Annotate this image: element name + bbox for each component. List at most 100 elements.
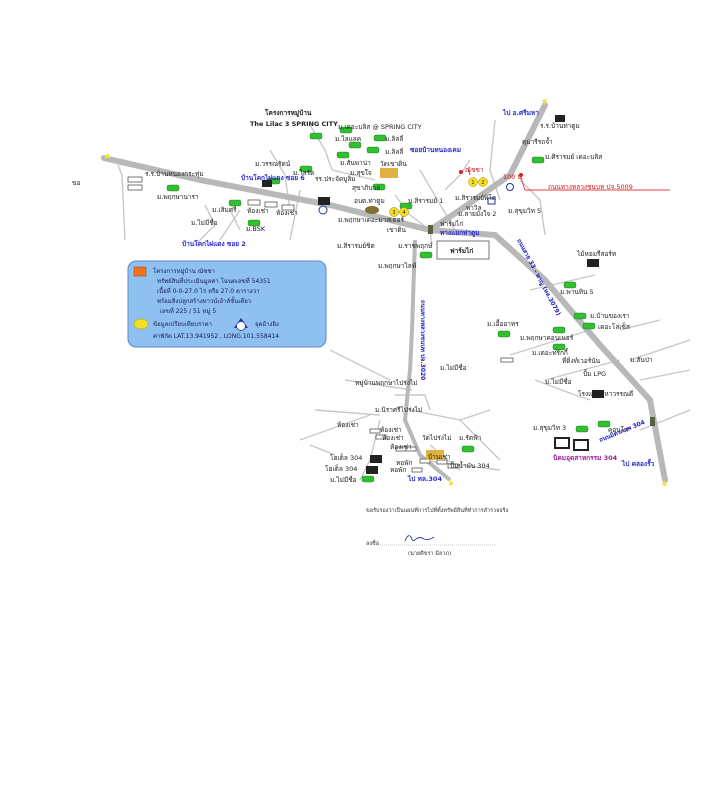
house-icon	[461, 445, 475, 453]
house-icon	[552, 343, 566, 351]
svg-text:ม.ไม่มีชื่อ: ม.ไม่มีชื่อ	[330, 475, 357, 484]
house-icon	[299, 165, 313, 173]
legend-line3: เนื้อที่ 0-0-27.0 ไร่ หรือ 27.0 ตารางวา	[157, 285, 259, 295]
svg-text:ปั้ม LPG: ปั้ม LPG	[583, 369, 606, 378]
svg-text:ห้องเช่า: ห้องเช่า	[337, 421, 359, 429]
svg-text:อบต.ท่าตูม: อบต.ท่าตูม	[354, 197, 385, 205]
svg-text:ม.ไม่มีชื่อ: ม.ไม่มีชื่อ	[191, 218, 218, 227]
subject-dot	[459, 170, 463, 174]
svg-text:ม.สายมั่งใจ 2: ม.สายมั่งใจ 2	[458, 209, 496, 218]
svg-text:ที่ดิ่งท์เวอร์นัน: ที่ดิ่งท์เวอร์นัน	[562, 356, 601, 365]
svg-text:ม.สันป่า: ม.สันป่า	[630, 356, 653, 364]
svg-text:ไม้หอมรีสอร์ท: ไม้หอมรีสอร์ท	[576, 250, 616, 258]
svg-text:ณัชชา: ณัชชา	[465, 166, 484, 174]
svg-text:ห้องเช่า: ห้องเช่า	[247, 207, 269, 215]
svg-text:ม.สุขุมวิท 3: ม.สุขุมวิท 3	[533, 424, 566, 432]
svg-text:พาวิล: พาวิล	[466, 204, 482, 212]
school-icon	[318, 197, 330, 205]
svg-text:4: 4	[402, 210, 405, 216]
house-icon	[419, 251, 433, 259]
house-icon	[336, 151, 350, 159]
svg-text:บ้านโคกไผ่แดง ซอย 2: บ้านโคกไผ่แดง ซอย 2	[182, 239, 246, 248]
house-icon	[366, 146, 380, 154]
svg-text:ขอ: ขอ	[72, 179, 80, 187]
markers: 1 2 3 4	[104, 99, 667, 486]
legend-title: โครงการหมู่บ้าน ณัชชา	[153, 267, 215, 275]
direction-arrow-icon	[104, 153, 111, 158]
svg-text:ม.ศิรารมย์ เดอะบลิส: ม.ศิรารมย์ เดอะบลิส	[545, 153, 602, 161]
temple-icon	[380, 168, 398, 178]
svg-text:ไป คลองรั้ว: ไป คลองรั้ว	[621, 458, 655, 468]
house-icon	[348, 141, 362, 149]
route-line	[467, 167, 670, 191]
comparable-swatch	[133, 318, 149, 330]
svg-text:ถนนทางหลวงชนบท ปจ.5009: ถนนทางหลวงชนบท ปจ.5009	[548, 183, 633, 191]
svg-text:บ้านโคกไผ่แดง ซอย 6: บ้านโคกไผ่แดง ซอย 6	[241, 173, 305, 182]
svg-text:ม.ลิลลี่: ม.ลิลลี่	[385, 147, 403, 156]
landmark-icon	[487, 197, 496, 205]
svg-text:คุมารีรถจ้ำ: คุมารีรถจ้ำ	[522, 137, 553, 146]
svg-text:ม.สันพาน่า: ม.สันพาน่า	[340, 159, 371, 167]
svg-text:ถนนทางหลวงชนบท ปจ.3020: ถนนทางหลวงชนบท ปจ.3020	[419, 300, 427, 380]
house-icon	[372, 183, 386, 191]
svg-text:รร.ประจัดบูลิม: รร.ประจัดบูลิม	[315, 175, 356, 183]
legend-line5: เลขที่ 225 / 51 หมู่ 5	[160, 307, 216, 315]
subject-swatch	[133, 266, 147, 277]
svg-text:ห้องเช่า: ห้องเช่า	[390, 443, 412, 451]
svg-text:ม.ราชพฤกษ์: ม.ราชพฤกษ์	[398, 242, 433, 250]
svg-text:ไป อ.ศรีมหา: ไป อ.ศรีมหา	[502, 108, 539, 117]
house-icon	[563, 281, 577, 289]
svg-text:ร.ร.บ้านท่าตูม: ร.ร.บ้านท่าตูม	[540, 122, 580, 130]
main-highway	[101, 102, 668, 483]
svg-text:ม.พฤกษาไลฟ์: ม.พฤกษาไลฟ์	[378, 262, 417, 270]
svg-text:3: 3	[392, 210, 395, 216]
legend-comparable-label: ข้อมูลเปรียบเทียบราคา	[153, 320, 212, 328]
svg-text:คอนโด: คอนโด	[608, 426, 628, 434]
factory-icon	[554, 437, 570, 449]
svg-text:ม.เดอะบลิส @ SPRING CITY: ม.เดอะบลิส @ SPRING CITY	[338, 123, 422, 131]
house-icon	[373, 134, 387, 142]
minor-roads	[117, 119, 691, 481]
sign-label: ลงชื่อ	[366, 539, 379, 547]
temple-icon	[426, 450, 444, 460]
house-icon	[339, 126, 353, 134]
svg-text:ถนนสาย 33 - หาญ (ทล.3079): ถนนสาย 33 - หาญ (ทล.3079)	[515, 238, 562, 318]
comparable-marker-2	[478, 177, 488, 187]
svg-text:ซอยบ้านหนองเคม: ซอยบ้านหนองเคม	[410, 145, 461, 154]
svg-text:เดอะโล่เซ็ส: เดอะโล่เซ็ส	[598, 322, 630, 331]
svg-text:ม.สุขุมวิท 5: ม.สุขุมวิท 5	[508, 207, 541, 215]
temple-icons	[365, 168, 444, 460]
svg-text:ฟาร์มไก่: ฟาร์มไก่	[450, 246, 473, 255]
svg-text:วัดไปร่งไม่: วัดไปร่งไม่	[422, 434, 452, 442]
label-project: โครงการหมู่บ้าน	[264, 108, 312, 118]
svg-text:ไป ทล.304: ไป ทล.304	[407, 474, 442, 483]
svg-text:บ้านเช่า: บ้านเช่า	[428, 453, 451, 461]
svg-text:2: 2	[481, 180, 484, 186]
svg-text:โฮเต็ล 304: โฮเต็ล 304	[325, 464, 357, 473]
svg-text:ม.เอื้ออาทร: ม.เอื้ออาทร	[487, 319, 519, 328]
svg-text:ม.สิรารมย์พิโต: ม.สิรารมย์พิโต	[455, 194, 496, 202]
svg-text:ม.วรรณรัตน์: ม.วรรณรัตน์	[255, 160, 291, 168]
svg-text:สุขาภิบาล: สุขาภิบาล	[352, 184, 380, 192]
svg-text:ม.พานทิน 5: ม.พานทิน 5	[560, 288, 594, 296]
traffic-light-icon	[650, 417, 655, 426]
direction-arrow-icon	[449, 480, 454, 486]
house-icon	[531, 156, 545, 164]
legend-line4: พร้อมสิ่งปลูกสร้างทาวน์เฮ้าส์ชั้นเดียว	[157, 295, 251, 305]
house-icon	[247, 219, 261, 227]
svg-text:ม.สิรารมย์ 1: ม.สิรารมย์ 1	[408, 197, 443, 205]
svg-text:ม.ไม่มีชื่อ: ม.ไม่มีชื่อ	[440, 363, 467, 372]
dark-building-icons	[262, 115, 655, 474]
svg-text:ห้องเช่า: ห้องเช่า	[380, 426, 402, 434]
landmark-icon	[318, 205, 328, 215]
house-icon	[497, 330, 511, 338]
svg-text:ม.รัตฟ้า: ม.รัตฟ้า	[459, 434, 482, 442]
school-icon	[262, 180, 272, 187]
svg-text:ม.สุขใจ: ม.สุขใจ	[350, 169, 372, 177]
landmark-icon	[506, 183, 514, 191]
svg-text:100 ม.: 100 ม.	[503, 173, 524, 181]
house-icon	[361, 475, 375, 483]
house-icon	[552, 326, 566, 334]
signer-name: (นายศิขรา มีลาภ)	[408, 550, 451, 557]
